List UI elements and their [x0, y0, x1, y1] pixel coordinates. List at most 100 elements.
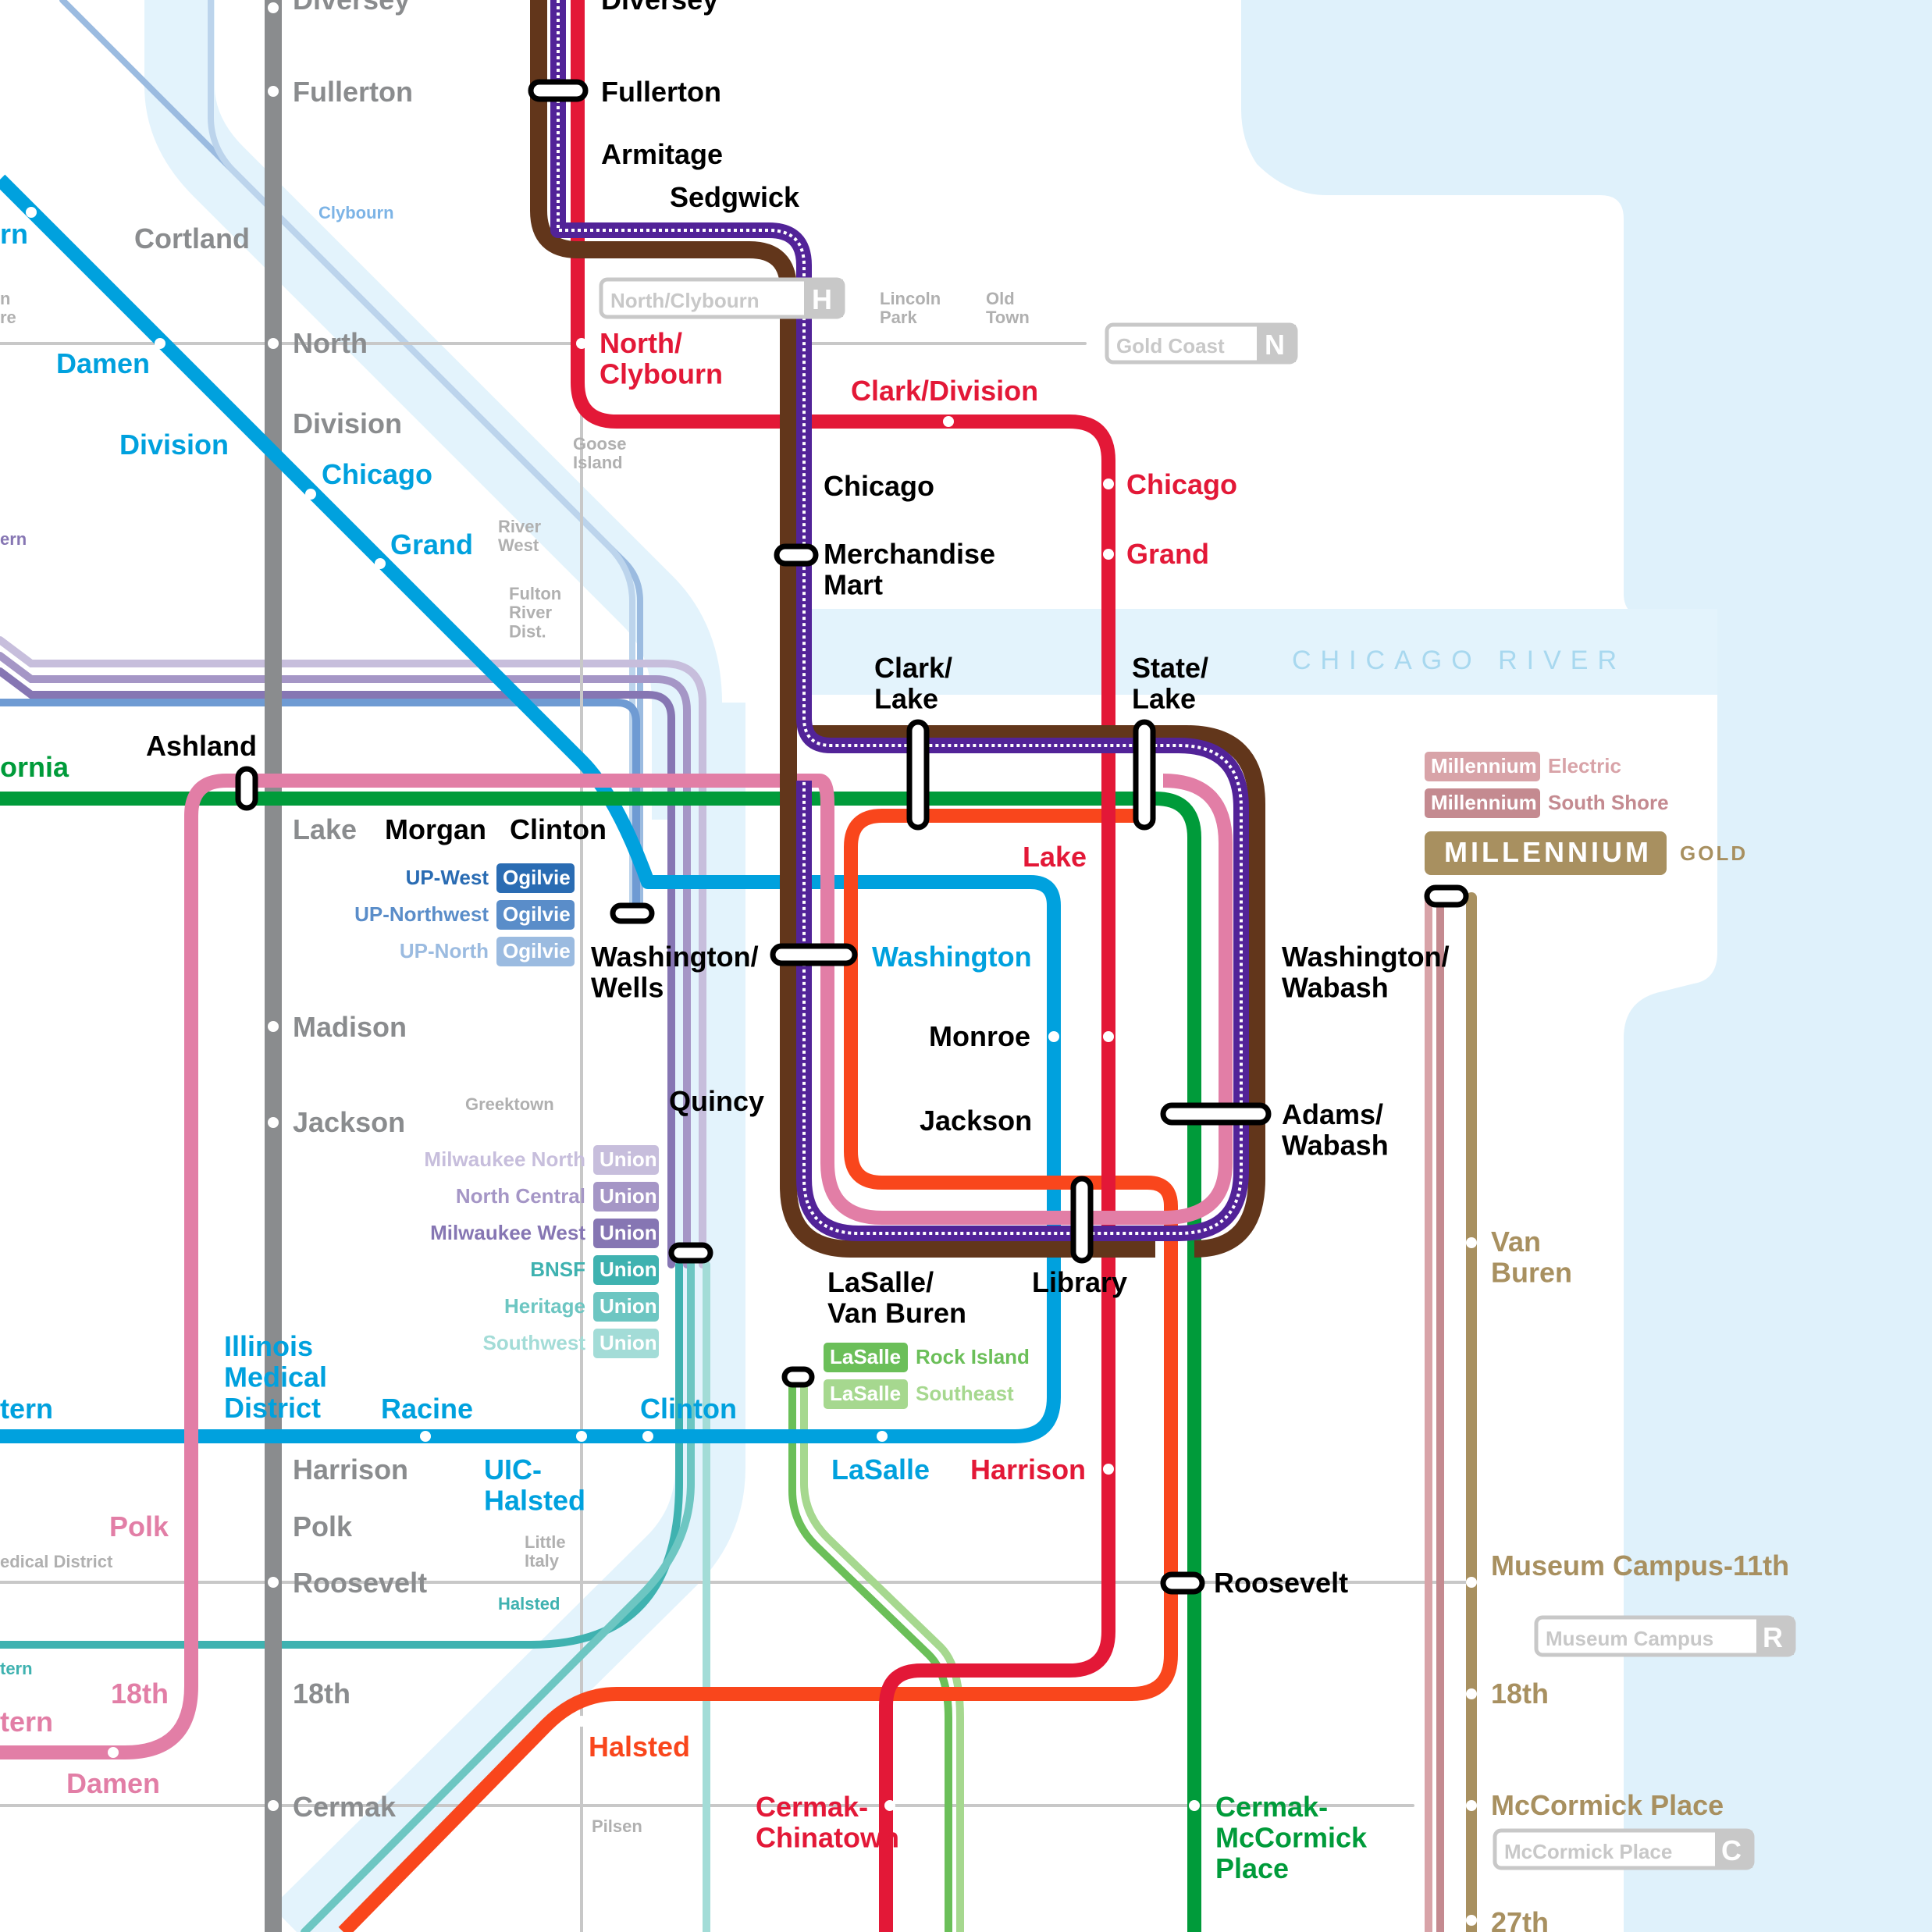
- dot: [375, 558, 386, 569]
- station-grand-blue: Grand: [390, 528, 473, 560]
- station-uic-halsted: UIC-Halsted: [484, 1453, 585, 1517]
- station-washington-wells: Washington/Wells: [591, 941, 759, 1004]
- station-lasalle-blue: LaSalle: [831, 1453, 930, 1485]
- badge-letter-bg: [804, 279, 843, 317]
- dot: [1103, 1031, 1114, 1042]
- dot: [1466, 1577, 1477, 1588]
- dot: [1466, 1800, 1477, 1811]
- station-clinton-blue: Clinton: [640, 1393, 737, 1425]
- station-washington-wabash: Washington/Wabash: [1282, 941, 1450, 1004]
- small-tern: tern: [0, 1659, 33, 1678]
- dot: [943, 416, 954, 427]
- ogilvie-pill: [496, 900, 575, 930]
- station-cermak-chinatown: Cermak-Chinatown: [756, 1791, 899, 1854]
- small-clybourn: Clybourn: [318, 203, 394, 222]
- transfer-fullerton: [528, 79, 589, 102]
- dot: [108, 1747, 119, 1758]
- cta-lines: [0, 0, 1265, 1932]
- ogilvie-station: Ogilvie: [503, 902, 571, 926]
- transfer-clinton-metra: [610, 902, 655, 924]
- ogilvie-station: Ogilvie: [503, 939, 571, 962]
- metra-museum-campus: Museum Campus-11th: [1491, 1550, 1789, 1582]
- union-pill: [593, 1219, 659, 1248]
- millennium-gold-badge: MILLENNIUM GOLD: [1425, 831, 1745, 875]
- station-california: ornia: [0, 751, 69, 783]
- ogilvie-line: UP-Northwest: [354, 902, 489, 926]
- station-fullerton-brown: Fullerton: [601, 76, 721, 108]
- badge-letter-bg: [1715, 1831, 1752, 1868]
- millennium-gold-station: MILLENNIUM: [1444, 836, 1652, 868]
- metra-heritage: [301, 1261, 695, 1932]
- gray-jackson: Jackson: [293, 1106, 405, 1138]
- station-damen-pink: Damen: [66, 1767, 160, 1799]
- dot: [1103, 549, 1114, 560]
- dot: [155, 338, 165, 349]
- dot: [1103, 479, 1114, 489]
- river-label: CHICAGO RIVER: [1292, 646, 1626, 675]
- transfer-library: [1070, 1176, 1094, 1264]
- station-sedgwick: Sedgwick: [670, 181, 800, 213]
- station-roosevelt: Roosevelt: [1214, 1567, 1348, 1599]
- union-line: BNSF: [530, 1258, 585, 1281]
- station-grand-red: Grand: [1126, 538, 1209, 570]
- dot: [268, 1021, 279, 1032]
- gray-north: North: [293, 327, 368, 359]
- lasalle-metra-pill: [824, 1379, 908, 1409]
- station-armitage: Armitage: [601, 138, 723, 170]
- orange-line: [338, 809, 1178, 1932]
- pink-line: [0, 774, 820, 1759]
- union-station: Union: [600, 1221, 657, 1244]
- gray-harrison: Harrison: [293, 1453, 408, 1485]
- union-line: North Central: [456, 1184, 585, 1208]
- gray-cermak: Cermak: [293, 1791, 397, 1823]
- union-pill: [593, 1292, 659, 1322]
- transfer-adams-wabash: [1160, 1102, 1272, 1126]
- millennium-line: South Shore: [1548, 791, 1669, 814]
- lasalle-metra-row: LaSalle Rock Island: [824, 1343, 1030, 1372]
- dot: [268, 1577, 279, 1588]
- millennium-pill: [1425, 788, 1540, 818]
- station-clark-division: Clark/Division: [851, 375, 1038, 407]
- lasalle-metra-line: Southeast: [916, 1382, 1014, 1405]
- union-line: Southwest: [483, 1331, 586, 1354]
- badge-letter: H: [812, 283, 832, 315]
- dot: [576, 1431, 587, 1442]
- lasalle-metra-row: LaSalle Southeast: [824, 1379, 1014, 1409]
- gray-diversey: Diversey: [293, 0, 410, 16]
- ogilvie-line: UP-West: [406, 866, 489, 889]
- lasalle-metra-station: LaSalle: [830, 1382, 901, 1405]
- lasalle-metra-line: Rock Island: [916, 1345, 1030, 1368]
- badge-label: McCormick Place: [1504, 1840, 1672, 1863]
- dot: [1466, 1237, 1477, 1248]
- dot: [305, 489, 316, 500]
- lasalle-metra-station: LaSalle: [830, 1345, 901, 1368]
- metra-tags: OgilvieUP-WestOgilvieUP-NorthwestOgilvie…: [354, 752, 1669, 1409]
- station-ashland: Ashland: [146, 730, 257, 762]
- station-racine: Racine: [381, 1393, 473, 1425]
- dot: [1189, 1800, 1200, 1811]
- metra-north-central: [0, 652, 691, 1268]
- dot: [268, 1800, 279, 1811]
- union-station: Union: [600, 1294, 657, 1318]
- purple-dash: [557, 0, 1243, 1235]
- small-ern: ern: [0, 529, 27, 549]
- transfer-ashland: [235, 766, 258, 811]
- station-lasalle-van-buren: LaSalle/Van Buren: [827, 1266, 966, 1329]
- station-adams-wabash: Adams/Wabash: [1282, 1098, 1389, 1162]
- light-lines: [0, 0, 1477, 1932]
- metra-27th: 27th: [1491, 1906, 1549, 1932]
- station-morgan: Morgan: [385, 813, 486, 845]
- station-diversey-brown: Diversey: [601, 0, 718, 16]
- station-jackson-blue: Jackson: [920, 1105, 1032, 1137]
